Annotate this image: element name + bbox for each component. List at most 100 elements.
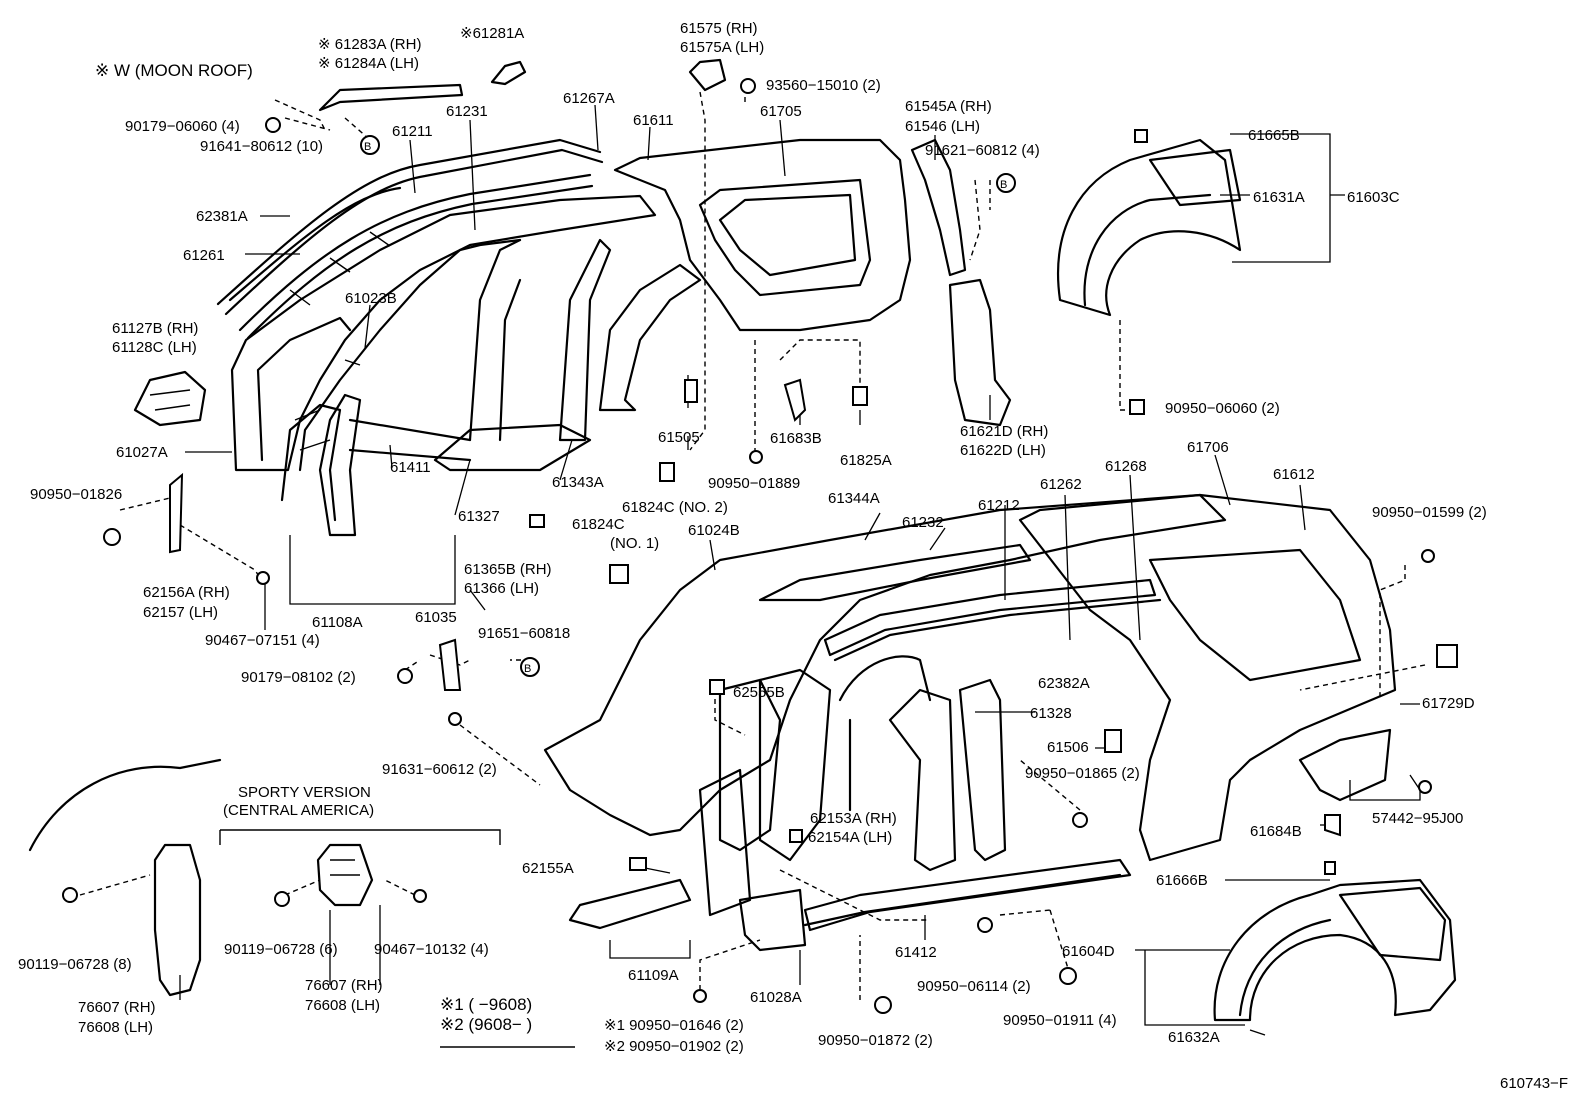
sporty-version-region: (CENTRAL AMERICA) <box>223 802 374 819</box>
note-star-1: ※1 ( −9608) <box>440 995 532 1014</box>
callout-76608-left: 76608 (LH) <box>78 1019 153 1036</box>
callout-61666b: 61666B <box>1156 872 1208 889</box>
callout-93560: 93560−15010 (2) <box>766 77 881 94</box>
callout-90950-01889: 90950−01889 <box>708 475 800 492</box>
callout-61327: 61327 <box>458 508 500 525</box>
callout-61343a: 61343A <box>552 474 604 491</box>
callout-61261: 61261 <box>183 247 225 264</box>
callout-90950-01646: ※1 90950−01646 (2) <box>604 1017 744 1034</box>
callout-61365b: 61365B (RH) <box>464 561 552 578</box>
callout-91651: 91651−60818 <box>478 625 570 642</box>
callout-62156a: 62156A (RH) <box>143 584 230 601</box>
callout-62555b: 62555B <box>733 684 785 701</box>
callout-61027a: 61027A <box>116 444 168 461</box>
callout-91631: 91631−60612 (2) <box>382 761 497 778</box>
callout-62381a: 62381A <box>196 208 248 225</box>
body-panel-art <box>28 58 1458 1048</box>
svg-text:B: B <box>364 141 371 153</box>
callout-61127b: 61127B (RH) <box>112 320 198 337</box>
callout-90119-left: 90119−06728 (8) <box>18 956 132 973</box>
callout-61411: 61411 <box>390 459 431 476</box>
callout-90950-01826: 90950−01826 <box>30 486 122 503</box>
callout-62382a: 62382A <box>1038 675 1090 692</box>
callout-labels: ※ W (MOON ROOF) ※ 61283A (RH) ※ 61284A (… <box>18 20 1568 1092</box>
callout-61035: 61035 <box>415 609 457 626</box>
callout-90179-08102: 90179−08102 (2) <box>241 669 356 686</box>
callout-61604d: 61604D <box>1062 943 1115 960</box>
callout-61211: 61211 <box>392 123 433 140</box>
callout-61612: 61612 <box>1273 466 1315 483</box>
callout-91621: 91621−60812 (4) <box>925 142 1040 159</box>
callout-61622d: 61622D (LH) <box>960 442 1046 459</box>
callout-61024b: 61024B <box>688 522 740 539</box>
callout-61632a: 61632A <box>1168 1029 1220 1046</box>
callout-90950-06114: 90950−06114 (2) <box>917 978 1031 995</box>
callout-61128c: 61128C (LH) <box>112 339 197 356</box>
callout-57442: 57442−95J00 <box>1372 810 1463 827</box>
callout-61268: 61268 <box>1105 458 1147 475</box>
callout-90467-07151: 90467−07151 (4) <box>205 632 320 649</box>
callout-61366: 61366 (LH) <box>464 580 539 597</box>
callout-61575a: 61575A (LH) <box>680 39 764 56</box>
callout-61108a: 61108A <box>312 614 363 631</box>
callout-61283a: ※ 61283A (RH) <box>318 36 421 53</box>
callout-61267a: 61267A <box>563 90 615 107</box>
callout-90467-10132: 90467−10132 (4) <box>374 941 489 958</box>
callout-91641: 91641−80612 (10) <box>200 138 323 155</box>
circled-b-icon: B B B <box>364 141 1007 675</box>
callout-61262: 61262 <box>1040 476 1082 493</box>
note-star-2: ※2 (9608− ) <box>440 1015 532 1034</box>
callout-62155a: 62155A <box>522 860 574 877</box>
callout-61281a: ※61281A <box>460 25 524 42</box>
callout-61684b: 61684B <box>1250 823 1302 840</box>
callout-61231: 61231 <box>446 103 488 120</box>
callout-90950-01872: 90950−01872 (2) <box>818 1032 933 1049</box>
svg-text:B: B <box>524 663 531 675</box>
sporty-version-title: SPORTY VERSION <box>238 784 371 801</box>
callout-61028a: 61028A <box>750 989 802 1006</box>
callout-90950-06060: 90950−06060 (2) <box>1165 400 1280 417</box>
callout-76607-left: 76607 (RH) <box>78 999 156 1016</box>
callout-90950-01911: 90950−01911 (4) <box>1003 1012 1117 1029</box>
callout-62154a: 62154A (LH) <box>808 829 892 846</box>
callout-61825a: 61825A <box>840 452 892 469</box>
callout-61546: 61546 (LH) <box>905 118 980 135</box>
callout-61506: 61506 <box>1047 739 1089 756</box>
callout-61683b: 61683B <box>770 430 822 447</box>
callout-61109a: 61109A <box>628 967 679 984</box>
callout-61824c-no2: 61824C (NO. 2) <box>622 499 728 516</box>
callout-62153a: 62153A (RH) <box>810 810 897 827</box>
diagram-code: 610743−F <box>1500 1075 1568 1092</box>
callout-61575: 61575 (RH) <box>680 20 758 37</box>
callout-61631a: 61631A <box>1253 189 1305 206</box>
callout-62157: 62157 (LH) <box>143 604 218 621</box>
callout-61212: 61212 <box>978 497 1020 514</box>
callout-61705: 61705 <box>760 103 802 120</box>
callout-61023b: 61023B <box>345 290 397 307</box>
callout-76607-mid: 76607 (RH) <box>305 977 383 994</box>
svg-text:B: B <box>1000 179 1007 191</box>
callout-61505: 61505 <box>658 429 700 446</box>
callout-61706: 61706 <box>1187 439 1229 456</box>
callout-61328: 61328 <box>1030 705 1072 722</box>
callout-61545a: 61545A (RH) <box>905 98 992 115</box>
callout-61621d: 61621D (RH) <box>960 423 1048 440</box>
callout-76608-mid: 76608 (LH) <box>305 997 380 1014</box>
callout-90119-mid: 90119−06728 (6) <box>224 941 338 958</box>
callout-61232: 61232 <box>902 514 944 531</box>
callout-61603c: 61603C <box>1347 189 1400 206</box>
callout-61729d: 61729D <box>1422 695 1475 712</box>
callout-61611: 61611 <box>633 112 674 129</box>
callout-90950-01865: 90950−01865 (2) <box>1025 765 1140 782</box>
callout-61665b: 61665B <box>1248 127 1300 144</box>
callout-90179-06060: 90179−06060 (4) <box>125 118 240 135</box>
callout-61824c-no1-paren: (NO. 1) <box>610 535 659 552</box>
callout-61284a: ※ 61284A (LH) <box>318 55 419 72</box>
callout-61824c-no1: 61824C <box>572 516 625 533</box>
callout-90950-01902: ※2 90950−01902 (2) <box>604 1038 744 1055</box>
callout-61344a: 61344A <box>828 490 880 507</box>
callout-61412: 61412 <box>895 944 937 961</box>
moon-roof-note: ※ W (MOON ROOF) <box>95 61 253 80</box>
callout-90950-01599: 90950−01599 (2) <box>1372 504 1487 521</box>
